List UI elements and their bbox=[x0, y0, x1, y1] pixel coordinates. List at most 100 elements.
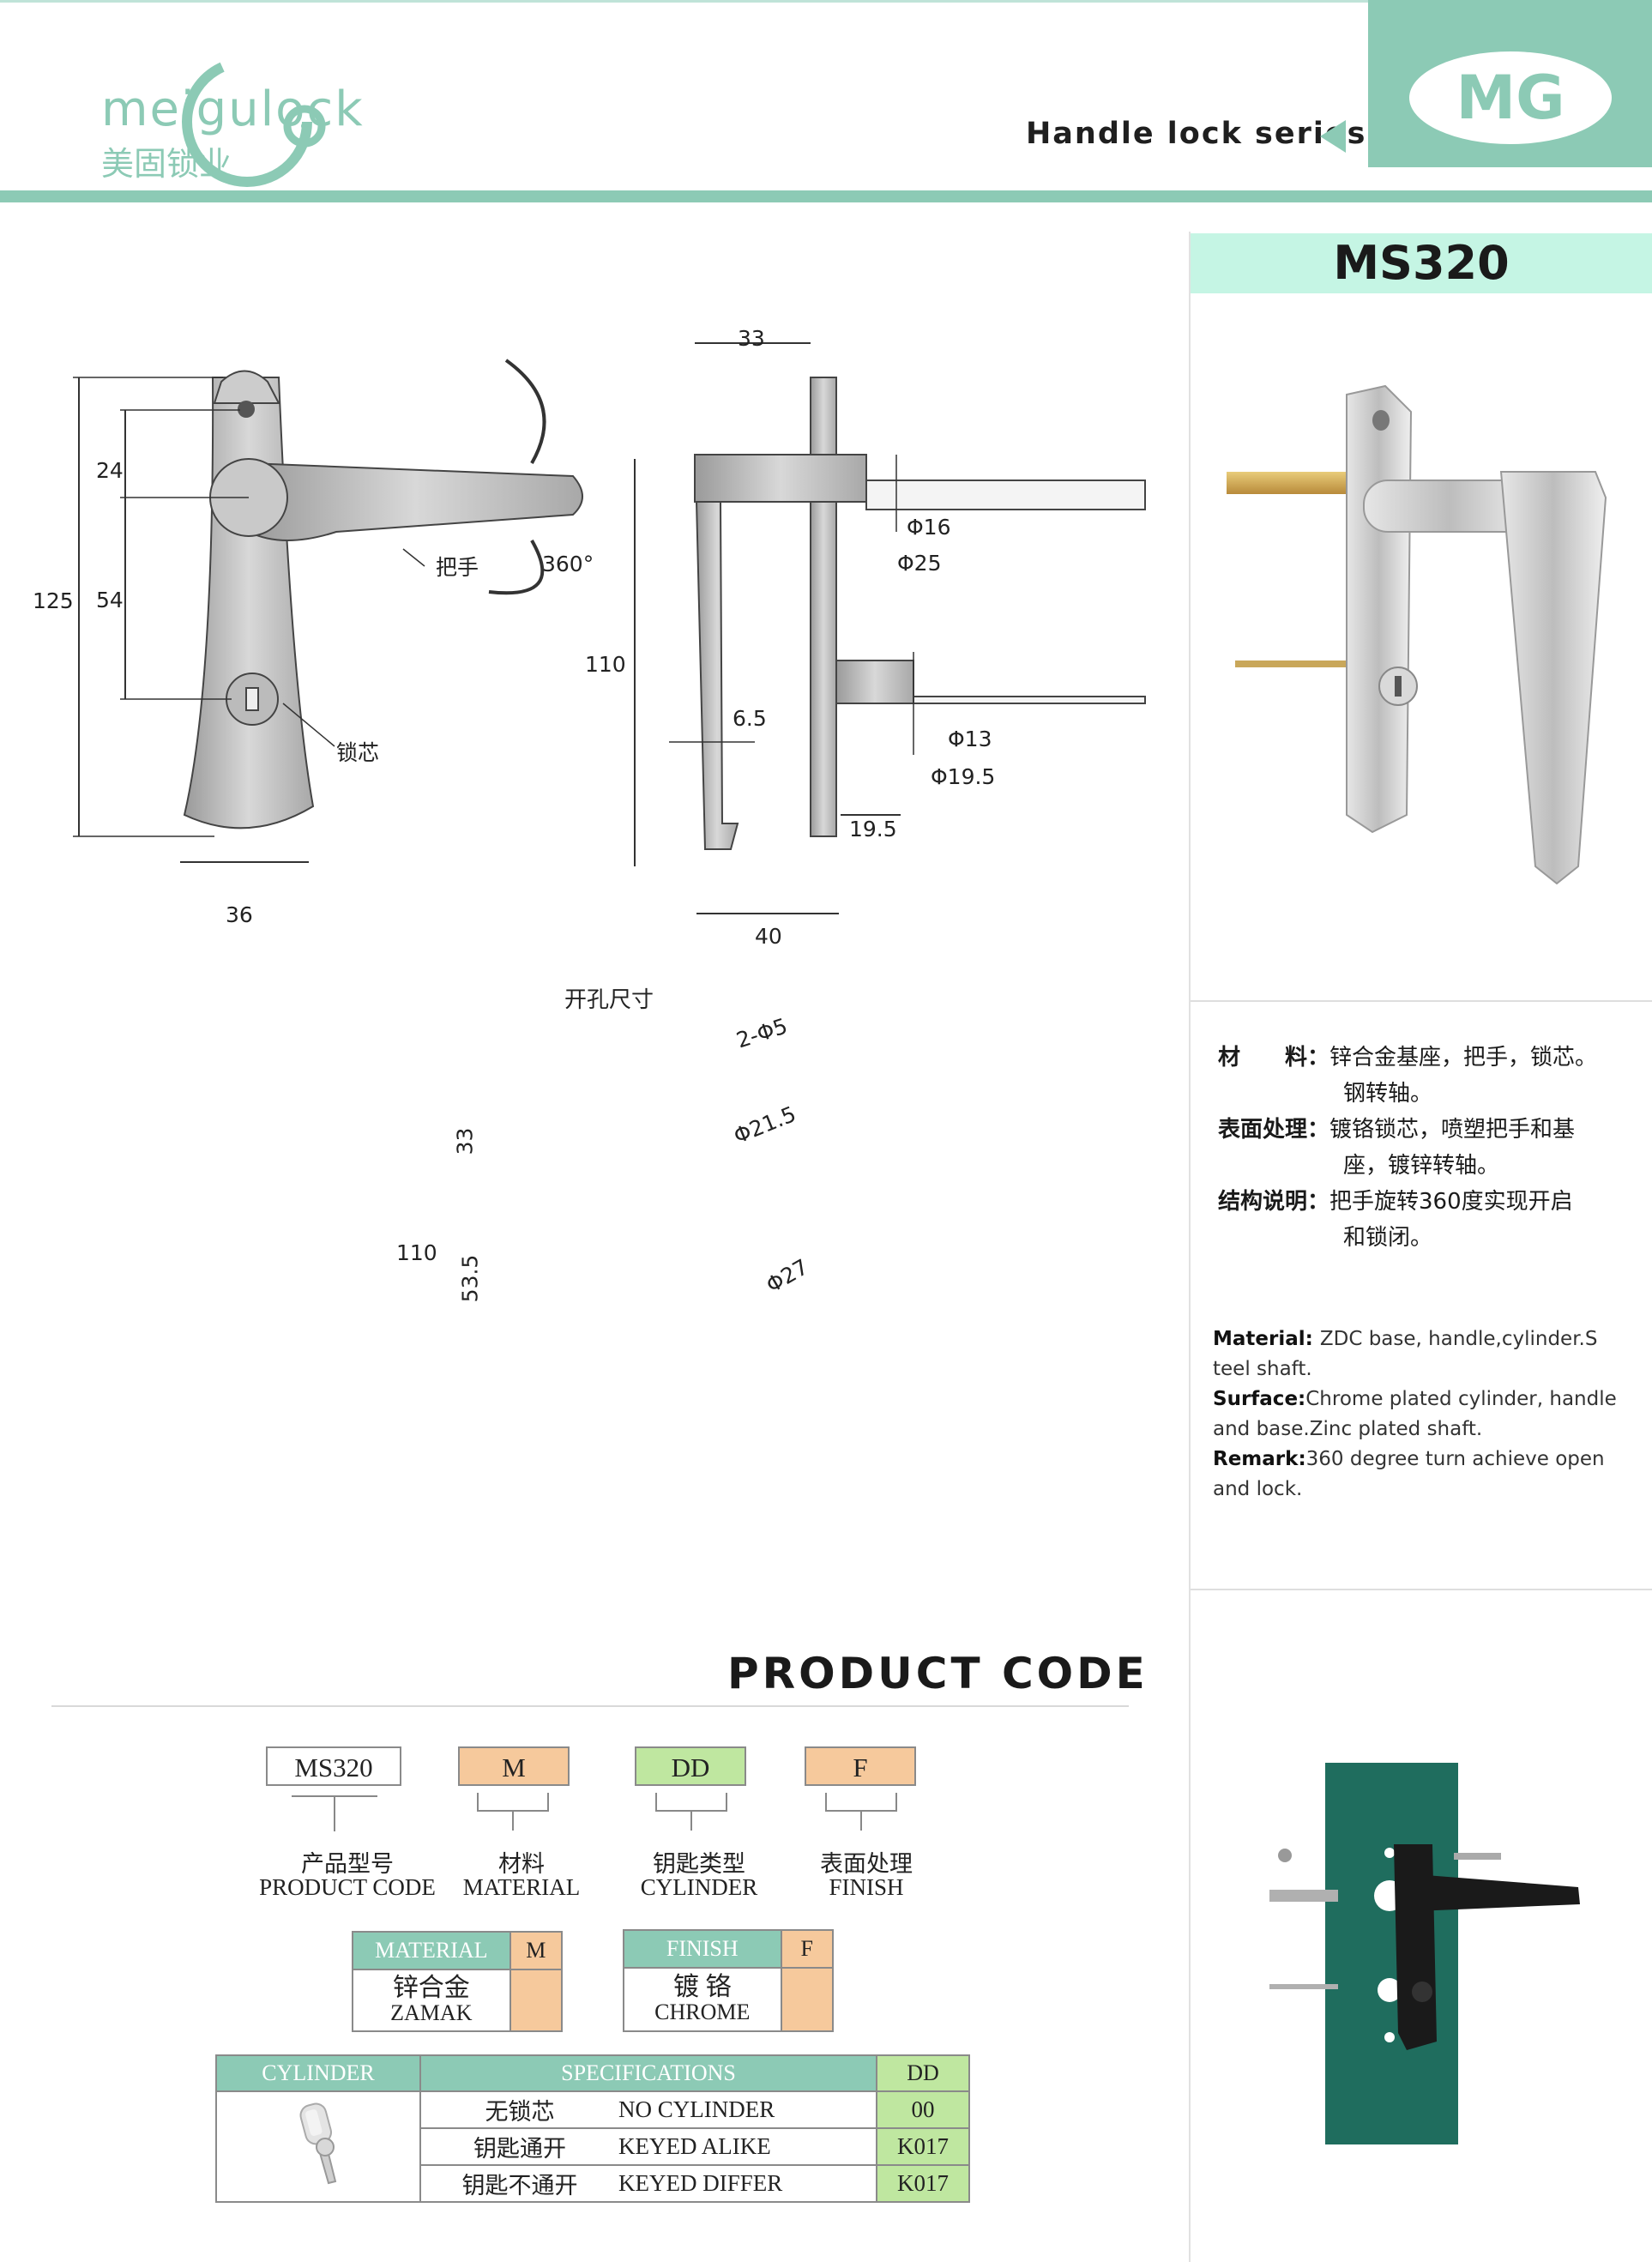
code-bracket-stem bbox=[334, 1795, 335, 1831]
right-panel bbox=[1189, 232, 1652, 2262]
material-en: ZAMAK bbox=[390, 2000, 473, 2025]
front-view-body bbox=[183, 377, 315, 829]
brand-name-cn: 美固锁业 bbox=[101, 145, 232, 183]
spec-cn-key: 表面处理： bbox=[1218, 1117, 1330, 1143]
material-cn: 锌合金 bbox=[392, 1974, 470, 2002]
finish-en: CHROME bbox=[654, 2000, 751, 2024]
code-caption-material: 材料 MATERIAL bbox=[444, 1853, 599, 1899]
technical-drawing bbox=[0, 206, 1184, 1492]
label-rotation: 360° bbox=[542, 552, 594, 576]
cutout-hole-mid: Φ21.5 bbox=[730, 1101, 800, 1149]
caption-cn: 表面处理 bbox=[820, 1851, 913, 1877]
code-bracket-stem bbox=[690, 1812, 692, 1831]
code-box-finish: F bbox=[805, 1746, 916, 1786]
dim-d13: Φ13 bbox=[948, 727, 992, 751]
spec-cn-value: 和锁闭。 bbox=[1343, 1225, 1433, 1251]
spec-cn-value: 镀铬锁芯，喷塑把手和基 bbox=[1329, 1117, 1576, 1143]
dim-shaft: 19.5 bbox=[849, 817, 897, 841]
code-bracket bbox=[477, 1793, 549, 1812]
label-handle: 把手 bbox=[436, 555, 479, 580]
spec-cn-structure: 结构说明：把手旋转360度实现开启 和锁闭。 bbox=[1218, 1184, 1647, 1256]
caption-cn: 材料 bbox=[498, 1851, 545, 1877]
spec-en-surface: Surface:Chrome plated cylinder, handle a… bbox=[1213, 1384, 1633, 1445]
mg-badge-text: MG bbox=[1456, 63, 1565, 133]
code-bracket-stem bbox=[512, 1812, 514, 1831]
cutout-hole-small: 2-Φ5 bbox=[733, 1013, 791, 1053]
dim-d195: Φ19.5 bbox=[931, 764, 996, 789]
model-bar bbox=[1191, 233, 1652, 293]
spec-en-line: ZDC base, handle,cylinder.S bbox=[1319, 1328, 1598, 1350]
series-label: Handle lock series bbox=[1026, 117, 1367, 151]
code-caption-finish: 表面处理 FINISH bbox=[789, 1853, 944, 1899]
front-view-handle bbox=[248, 461, 583, 541]
cylinder-row-en: KEYED DIFFER bbox=[618, 2164, 877, 2203]
finish-table-header: FINISH bbox=[623, 1929, 782, 1969]
cutout-title: 开孔尺寸 bbox=[564, 987, 654, 1013]
code-bracket bbox=[655, 1793, 727, 1812]
code-box-material: M bbox=[458, 1746, 570, 1786]
header-band bbox=[0, 190, 1652, 202]
cylinder-key-image bbox=[215, 2090, 421, 2203]
brand-name-en: meigulock bbox=[101, 81, 365, 137]
cutout-dist2: 53.5 bbox=[457, 1254, 483, 1303]
material-table-header: MATERIAL bbox=[352, 1931, 511, 1970]
spec-cn-surface: 表面处理：镀铬锁芯，喷塑把手和基 座，镀锌转轴。 bbox=[1218, 1112, 1647, 1184]
series-arrow-icon bbox=[1320, 120, 1346, 153]
model-title: MS320 bbox=[1333, 236, 1510, 290]
material-table-empty bbox=[509, 1969, 564, 2032]
code-bracket-stem bbox=[860, 1812, 862, 1831]
spec-en-sep: : bbox=[1298, 1388, 1306, 1410]
code-box-model: MS320 bbox=[266, 1746, 401, 1786]
spec-cn-key: 材 料： bbox=[1218, 1045, 1330, 1071]
cylinder-row-code: 00 bbox=[876, 2090, 970, 2129]
spec-en-key: Material bbox=[1213, 1328, 1305, 1350]
cylinder-table: CYLINDER SPECIFICATIONS DD 无锁芯 NO CYLIND… bbox=[215, 2054, 970, 2203]
finish-table-code: F bbox=[780, 1929, 835, 1969]
code-box-cylinder: DD bbox=[635, 1746, 746, 1786]
code-caption-cylinder: 钥匙类型 CYLINDER bbox=[622, 1853, 776, 1899]
cutout-dist1: 33 bbox=[452, 1127, 478, 1155]
material-table-value: 锌合金 ZAMAK bbox=[352, 1969, 511, 2032]
cylinder-row-en: KEYED ALIKE bbox=[618, 2127, 877, 2166]
spec-en-sep: : bbox=[1298, 1448, 1306, 1470]
finish-table: FINISH F 镀 铬 CHROME bbox=[623, 1929, 835, 2032]
mg-badge-oval bbox=[1409, 51, 1612, 144]
cylinder-row-en: NO CYLINDER bbox=[618, 2090, 877, 2129]
cylinder-row-cn: 无锁芯 bbox=[419, 2090, 618, 2129]
spec-en-key: Surface bbox=[1213, 1388, 1299, 1410]
cylinder-row-cn: 钥匙不通开 bbox=[419, 2164, 618, 2203]
dim-d25: Φ25 bbox=[897, 551, 942, 576]
spec-en-line: teel shaft. bbox=[1213, 1358, 1312, 1380]
material-table-code: M bbox=[509, 1931, 564, 1970]
spec-cn-value: 钢转轴。 bbox=[1343, 1081, 1433, 1107]
label-cylinder: 锁芯 bbox=[336, 740, 380, 765]
caption-cn: 钥匙类型 bbox=[653, 1851, 745, 1877]
spec-cn-key: 结构说明： bbox=[1218, 1189, 1330, 1215]
code-bracket bbox=[825, 1793, 897, 1812]
spec-en-material: Material: ZDC base, handle,cylinder.S te… bbox=[1213, 1324, 1633, 1384]
finish-table-value: 镀 铬 CHROME bbox=[623, 1967, 782, 2032]
cylinder-row-cn: 钥匙通开 bbox=[419, 2127, 618, 2166]
spec-en-remark: Remark:360 degree turn achieve open and … bbox=[1213, 1445, 1633, 1505]
spec-en-key: Remark bbox=[1213, 1448, 1299, 1470]
spec-en-line: 360 degree turn achieve open bbox=[1305, 1448, 1605, 1470]
spec-en-line: and base.Zinc plated shaft. bbox=[1213, 1418, 1483, 1440]
spec-en-line: and lock. bbox=[1213, 1478, 1303, 1500]
cylinder-table-col1: CYLINDER bbox=[215, 2054, 421, 2092]
finish-table-empty bbox=[780, 1967, 835, 2032]
spec-cn-value: 锌合金基座，把手，锁芯。 bbox=[1329, 1045, 1598, 1071]
caption-en: PRODUCT CODE bbox=[259, 1874, 436, 1900]
dim-side-height: 110 bbox=[585, 652, 626, 677]
spec-cn-material: 材 料：锌合金基座，把手，锁芯。 钢转轴。 bbox=[1218, 1040, 1647, 1112]
dim-front-width: 36 bbox=[226, 902, 253, 927]
code-caption-model: 产品型号 PRODUCT CODE bbox=[249, 1853, 446, 1899]
dim-side-depth-bottom: 40 bbox=[755, 924, 782, 949]
spec-cn-value: 座，镀锌转轴。 bbox=[1343, 1153, 1500, 1179]
dim-front-mid-offset: 54 bbox=[96, 588, 124, 612]
caption-en: MATERIAL bbox=[462, 1874, 581, 1900]
top-border bbox=[0, 0, 1652, 3]
cylinder-table-col2: SPECIFICATIONS bbox=[419, 2054, 877, 2092]
installation-photo bbox=[1261, 1758, 1604, 2153]
spec-cn-value: 把手旋转360度实现开启 bbox=[1329, 1189, 1573, 1215]
cutout-hole-big: Φ27 bbox=[762, 1254, 813, 1298]
